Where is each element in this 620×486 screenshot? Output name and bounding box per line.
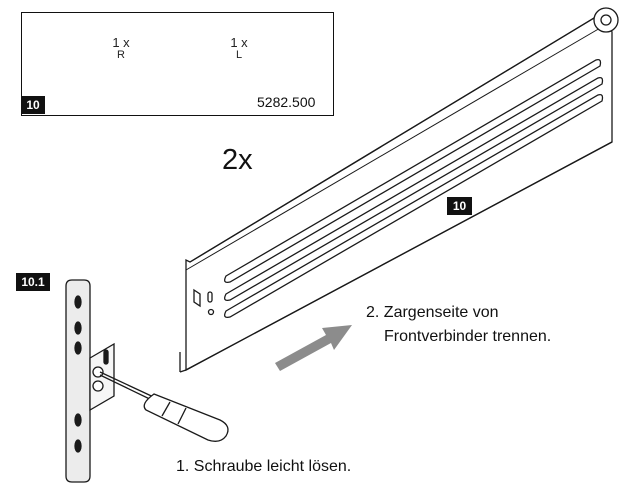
screwdriver-icon	[99, 371, 229, 442]
left-part-side: L	[235, 49, 243, 61]
separate-direction-arrow	[275, 325, 352, 371]
quantity-multiplier: 2x	[222, 144, 253, 176]
right-part-side: R	[117, 49, 125, 61]
rail-badge: 10	[447, 197, 472, 215]
step-1: 1. Schraube leicht lösen.	[176, 458, 352, 475]
part-number: 5282.500	[257, 94, 316, 110]
front-connector-bracket	[65, 279, 115, 483]
right-part-qty: 1 x	[112, 35, 130, 50]
left-part-qty: 1 x	[230, 35, 248, 50]
parts-box-badge: 10	[21, 96, 45, 114]
detail-badge: 10.1	[16, 273, 50, 291]
step-2-line-2: Frontverbinder trennen.	[384, 328, 552, 345]
step-2-line-1: 2. Zargenseite von	[366, 304, 499, 321]
roller-icon	[593, 7, 619, 33]
parts-box	[21, 12, 334, 116]
